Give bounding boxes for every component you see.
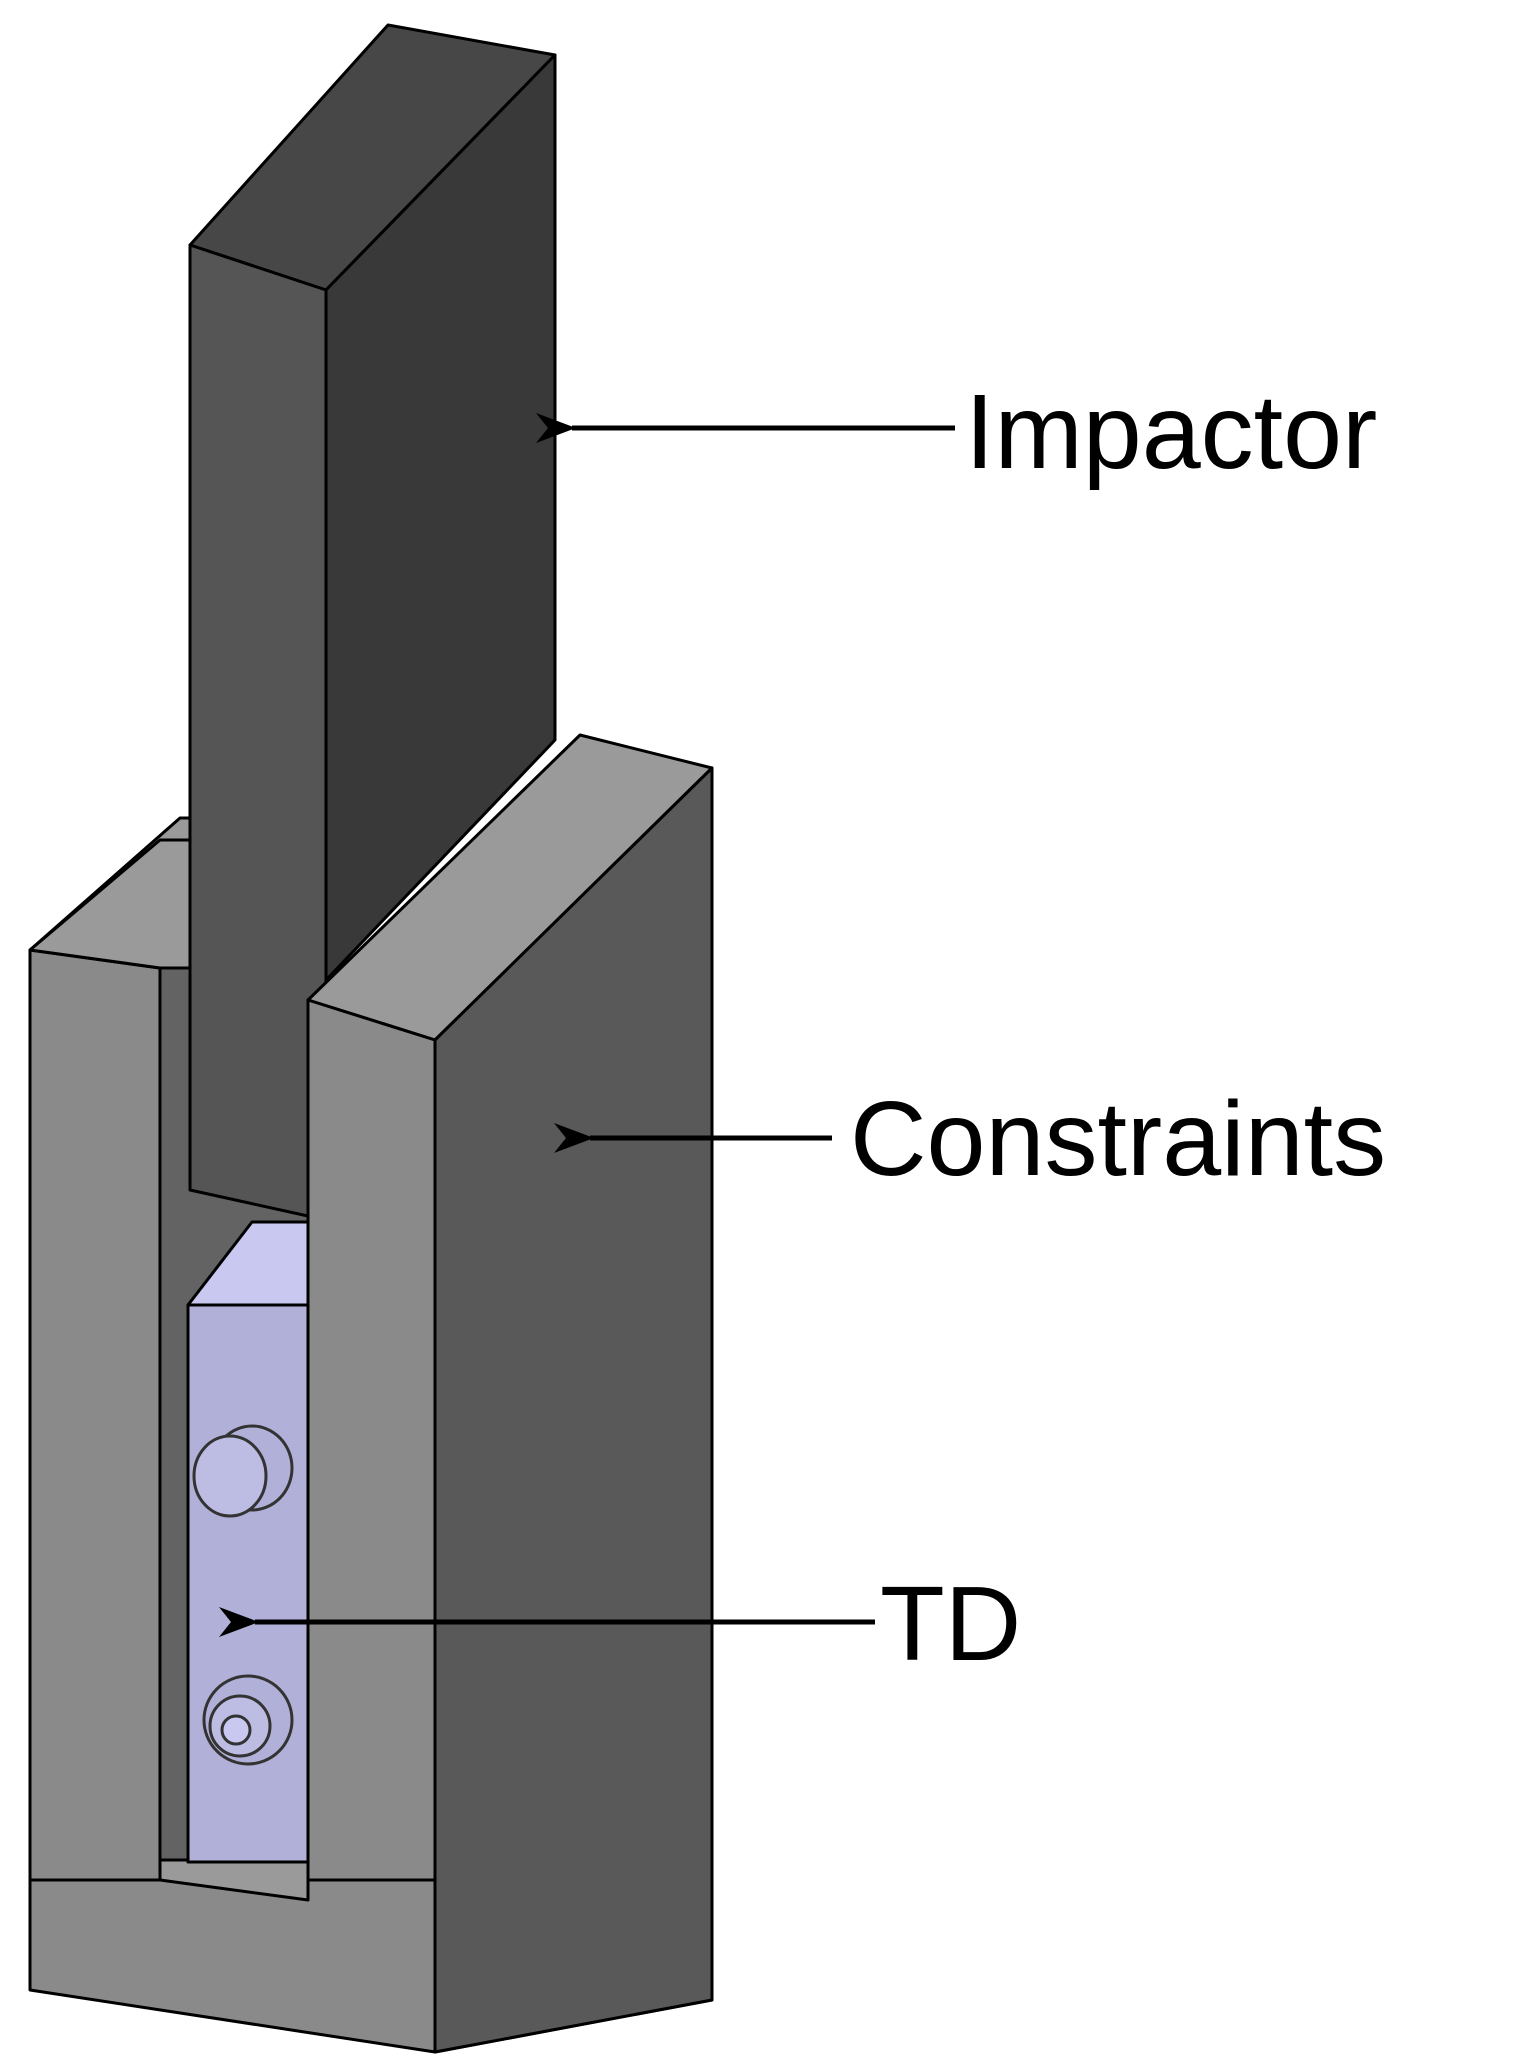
td-front-face [186, 1303, 310, 1864]
constraints-right-pillar [306, 998, 437, 1882]
constraints-left-pillar [28, 948, 162, 1882]
label-impactor: Impactor [965, 373, 1377, 491]
impactor-block [188, 23, 557, 1222]
td-lower-bolt-icon [202, 1674, 294, 1766]
label-constraints: Constraints [850, 1080, 1386, 1198]
impactor-front-face [188, 243, 328, 1222]
label-td: TD [880, 1565, 1021, 1683]
td-device [186, 1220, 310, 1864]
constraints-left-top [28, 838, 192, 970]
constraints-bottom-strip [28, 1878, 437, 2054]
constraints-front [28, 733, 714, 2054]
constraints-right-side [433, 766, 714, 2054]
td-upper-bolt-icon [192, 1424, 294, 1518]
